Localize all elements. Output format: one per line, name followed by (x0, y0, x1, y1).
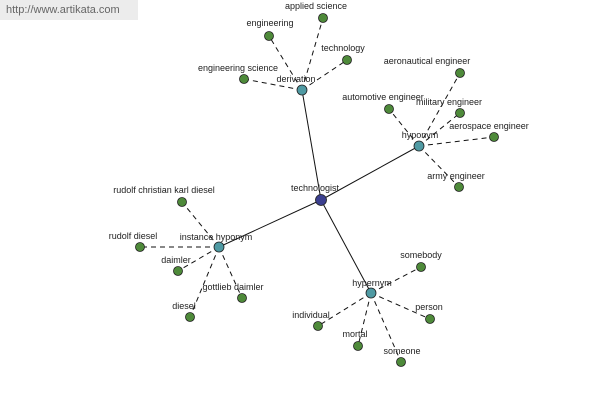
node-gottlieb-daimler[interactable] (237, 293, 247, 303)
node-technology[interactable] (342, 55, 352, 65)
node-diesel[interactable] (185, 312, 195, 322)
node-individual[interactable] (313, 321, 323, 331)
node-automotive-engineer[interactable] (384, 104, 394, 114)
edge-derivation-applied-science (301, 17, 324, 91)
edge-hypernym-individual (317, 292, 372, 327)
node-label-engineering-science[interactable]: engineering science (198, 63, 278, 73)
node-label-individual[interactable]: individual (292, 310, 330, 320)
node-label-person[interactable]: person (415, 302, 443, 312)
node-someone[interactable] (396, 357, 406, 367)
node-applied-science[interactable] (318, 13, 328, 23)
edge-hyponym-army-engineer (418, 145, 460, 188)
edge-technologist-instance-hyponym (218, 199, 322, 248)
node-label-army-engineer[interactable]: army engineer (427, 171, 485, 181)
node-daimler[interactable] (173, 266, 183, 276)
edge-instance-hyponym-diesel (189, 246, 220, 318)
node-label-mortal[interactable]: mortal (342, 329, 367, 339)
node-label-derivation[interactable]: derivation (276, 74, 315, 84)
edge-instance-hyponym-rudolf-christian-karl-diesel (181, 201, 220, 248)
node-instance-hyponym[interactable] (213, 241, 225, 253)
node-person[interactable] (425, 314, 435, 324)
node-label-hyponym[interactable]: hyponym (402, 130, 439, 140)
node-label-technology[interactable]: technology (321, 43, 365, 53)
nodes-layer (135, 13, 499, 367)
node-label-rudolf-diesel[interactable]: rudolf diesel (109, 231, 158, 241)
edge-hypernym-someone (370, 292, 402, 363)
node-army-engineer[interactable] (454, 182, 464, 192)
node-somebody[interactable] (416, 262, 426, 272)
node-hypernym[interactable] (365, 287, 377, 299)
edge-derivation-technology (301, 59, 348, 91)
node-label-daimler[interactable]: daimler (161, 255, 191, 265)
edge-hypernym-mortal (357, 292, 372, 347)
edge-instance-hyponym-daimler (177, 246, 220, 272)
edge-technologist-hyponym (320, 145, 420, 201)
node-label-hypernym[interactable]: hypernym (352, 278, 392, 288)
edge-derivation-engineering-science (243, 78, 303, 91)
node-engineering[interactable] (264, 31, 274, 41)
node-technologist[interactable] (315, 194, 327, 206)
edges-layer (140, 17, 495, 363)
node-label-instance-hyponym[interactable]: instance hyponym (180, 232, 253, 242)
node-engineering-science[interactable] (239, 74, 249, 84)
node-rudolf-christian-karl-diesel[interactable] (177, 197, 187, 207)
labels-layer: technologist derivation applied science eng… (109, 1, 529, 356)
node-rudolf-diesel[interactable] (135, 242, 145, 252)
watermark-url[interactable]: http://www.artikata.com (0, 0, 138, 20)
edge-hypernym-somebody (370, 266, 422, 294)
node-derivation[interactable] (296, 84, 308, 96)
node-label-automotive-engineer[interactable]: automotive engineer (342, 92, 424, 102)
node-label-someone[interactable]: someone (383, 346, 420, 356)
node-label-rudolf-christian-karl-diesel[interactable]: rudolf christian karl diesel (113, 185, 215, 195)
node-hyponym[interactable] (413, 140, 425, 152)
node-label-applied-science[interactable]: applied science (285, 1, 347, 11)
node-label-technologist[interactable]: technologist (291, 183, 340, 193)
node-aerospace-engineer[interactable] (489, 132, 499, 142)
node-label-aeronautical-engineer[interactable]: aeronautical engineer (384, 56, 471, 66)
node-label-military-engineer[interactable]: military engineer (416, 97, 482, 107)
node-mortal[interactable] (353, 341, 363, 351)
edge-hypernym-person (370, 292, 431, 320)
edge-hyponym-aeronautical-engineer (418, 72, 461, 147)
edge-instance-hyponym-gottlieb-daimler (218, 246, 243, 299)
edge-technologist-hypernym (320, 199, 372, 294)
edge-hyponym-aerospace-engineer (418, 136, 495, 147)
node-label-gottlieb-daimler[interactable]: gottlieb daimler (202, 282, 263, 292)
node-aeronautical-engineer[interactable] (455, 68, 465, 78)
node-label-engineering[interactable]: engineering (246, 18, 293, 28)
node-label-diesel[interactable]: diesel (172, 301, 196, 311)
edge-technologist-derivation (301, 89, 322, 201)
node-military-engineer[interactable] (455, 108, 465, 118)
node-label-somebody[interactable]: somebody (400, 250, 442, 260)
edge-derivation-engineering (268, 35, 303, 91)
node-label-aerospace-engineer[interactable]: aerospace engineer (449, 121, 529, 131)
edge-hyponym-automotive-engineer (388, 108, 420, 147)
